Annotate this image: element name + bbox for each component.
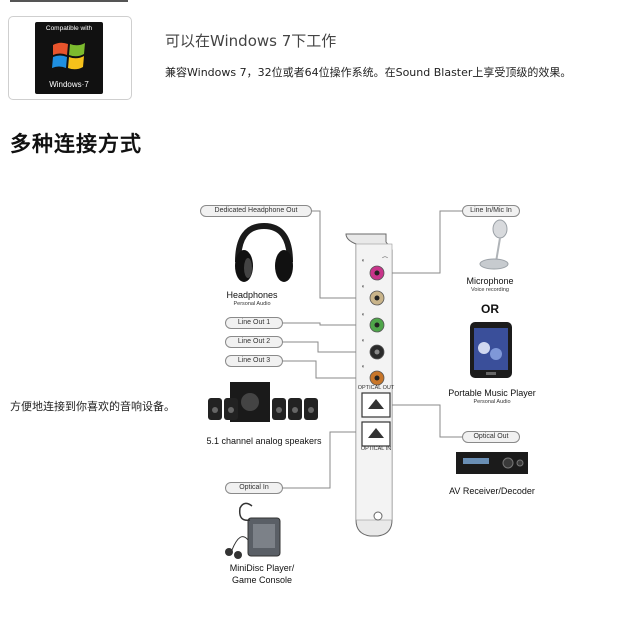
minidisc-player-icon <box>225 502 281 559</box>
headphones-label: Headphones <box>226 290 278 300</box>
port-label-optical-out: Optical Out <box>462 431 520 443</box>
svg-text:⌒: ⌒ <box>382 257 388 264</box>
badge-bottom-text: Windows·7 <box>49 80 89 89</box>
svg-text:◖: ◖ <box>361 338 365 344</box>
sound-card-bracket <box>345 233 393 537</box>
port-label-line-out-3: Line Out 3 <box>225 355 283 367</box>
compat-description: 兼容Windows 7，32位或者64位操作系统。在Sound Blaster上… <box>165 66 572 79</box>
port-icons: ◖ ⌒ ◖ ◖ ◖ ◖ <box>361 257 388 370</box>
section-note: 方便地连接到你喜欢的音响设备。 <box>10 400 175 413</box>
minidisc-label-line2: Game Console <box>231 575 293 585</box>
microphone-icon <box>479 219 509 270</box>
port-label-line-out-1: Line Out 1 <box>225 317 283 329</box>
badge-top-text: Compatible with <box>45 25 93 32</box>
or-label: OR <box>481 302 499 316</box>
microphone-sublabel: Voice recording <box>471 287 509 293</box>
jacks <box>369 265 385 386</box>
windows7-badge: Compatible with Windows·7 <box>35 22 103 94</box>
svg-text:◖: ◖ <box>361 364 365 370</box>
av-receiver-icon <box>456 452 528 474</box>
top-divider <box>10 0 128 2</box>
headphones-icon <box>235 222 293 282</box>
music-player-sublabel: Personal Audio <box>473 399 511 405</box>
speakers-icon <box>208 382 318 422</box>
compat-headline: 可以在Windows 7下工作 <box>165 32 337 50</box>
music-player-label: Portable Music Player <box>448 388 536 398</box>
microphone-label: Microphone <box>466 276 514 286</box>
connector-lines <box>282 210 462 489</box>
port-label-headphone-out: Dedicated Headphone Out <box>200 205 312 217</box>
speakers-label: 5.1 channel analog speakers <box>206 436 322 446</box>
section-title: 多种连接方式 <box>10 132 142 156</box>
receiver-label: AV Receiver/Decoder <box>449 486 535 496</box>
card-optical-in-text: OPTICAL IN <box>360 446 392 452</box>
music-player-icon <box>470 322 512 378</box>
headphones-sublabel: Personal Audio <box>233 301 271 307</box>
minidisc-label-line1: MiniDisc Player/ <box>229 563 295 573</box>
svg-text:◖: ◖ <box>361 312 365 318</box>
svg-text:◖: ◖ <box>361 258 365 264</box>
port-label-optical-in: Optical In <box>225 482 283 494</box>
optical-ports <box>361 392 391 447</box>
port-label-line-out-2: Line Out 2 <box>225 336 283 348</box>
windows7-logo-box: Compatible with Windows·7 <box>8 16 132 100</box>
windows-flag-icon <box>52 42 85 70</box>
card-optical-out-text: OPTICAL OUT <box>357 385 395 391</box>
port-label-line-in-mic: Line In/Mic In <box>462 205 520 217</box>
svg-text:◖: ◖ <box>361 284 365 290</box>
